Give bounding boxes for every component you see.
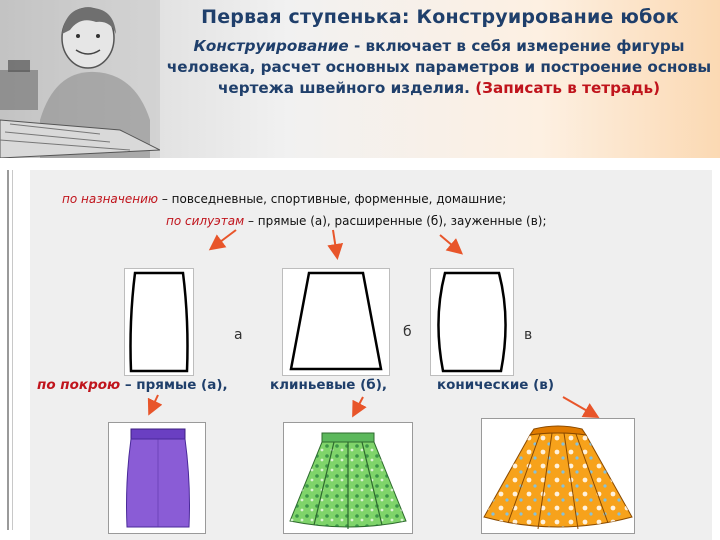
definition-term: Конструирование [193,37,349,55]
purpose-text: – повседневные, спортивные, форменные, д… [158,192,507,206]
tapered-silhouette-box [430,268,514,376]
cut-text-a: – прямые (а), [120,377,228,393]
circle-skirt-image [483,425,633,530]
circle-skirt-box [481,418,635,534]
arrow-to-tapered-silhouette [439,234,464,255]
straight-skirt-image [126,428,190,528]
seamstress-illustration [0,0,160,158]
arrow-to-straight-skirt [147,394,163,416]
shape-letter-b: б [403,324,412,340]
left-divider-thin [12,170,13,530]
cut-text-c: конические (в) [437,377,555,393]
flared-silhouette-box [282,268,390,376]
definition-body: - включает в себя измерение фигуры челов… [166,37,712,97]
arrow-to-straight-silhouette [208,229,237,251]
gored-skirt-box [283,422,413,534]
notebook-note: (Записать в тетрадь) [475,79,661,97]
arrow-to-circle-skirt [562,396,600,418]
page-title: Первая ступенька: Конструирование юбок [201,6,679,28]
left-divider [7,170,9,530]
shape-letter-a: а [234,327,243,343]
header-banner: Первая ступенька: Конструирование юбок К… [0,0,720,158]
straight-silhouette-box [124,268,194,376]
straight-silhouette-shape [129,271,189,373]
cut-text-b: клиньевые (б), [270,377,388,393]
silhouette-label: по силуэтам [166,214,245,228]
shape-letter-v: в [524,327,533,343]
purpose-line: по назначению – повседневные, спортивные… [62,192,506,206]
straight-skirt-box [108,422,206,534]
silhouette-text: – прямые (а), расширенные (б), зауженные… [244,214,547,228]
definition-text: Конструирование - включает в себя измере… [160,36,718,99]
flared-silhouette-shape [289,271,383,371]
silhouette-line: по силуэтам – прямые (а), расширенные (б… [166,214,547,228]
tapered-silhouette-shape [437,271,507,373]
cut-label: по покрою [37,377,121,393]
gored-skirt-image [289,432,407,529]
purpose-label: по назначению [62,192,158,206]
arrow-to-gored-skirt [352,396,367,418]
arrow-to-flared-silhouette [327,229,344,260]
cut-line: по покрою – прямые (а), [37,377,228,393]
